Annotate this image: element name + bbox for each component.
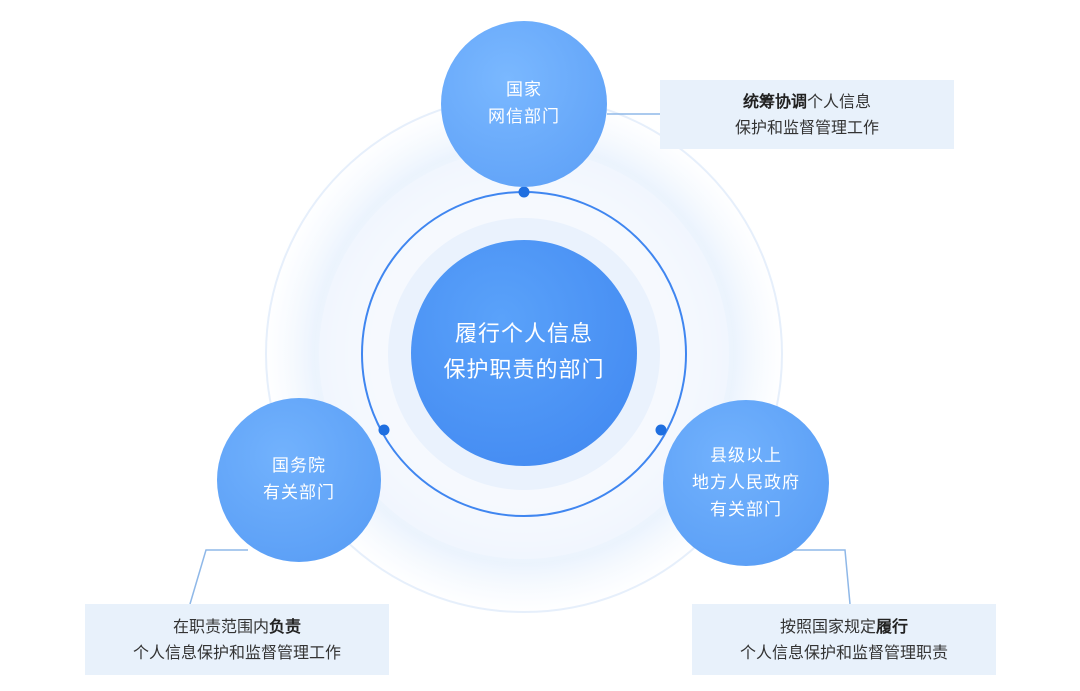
box-bottom-left-pre: 在职责范围内 — [172, 616, 269, 636]
node-state-council: 国务院 有关部门 — [217, 398, 381, 562]
box-bottom-right-line2: 个人信息保护和监督管理职责 — [739, 642, 948, 662]
node-top-line2: 网信部门 — [488, 107, 560, 127]
box-bottom-right-bold: 履行 — [876, 616, 909, 636]
box-top-right-line2: 保护和监督管理工作 — [734, 117, 879, 137]
box-top-right-line1: 统筹协调个人信息 — [743, 89, 871, 115]
box-top-right-rest: 个人信息 — [807, 91, 872, 111]
connector-bottom-left — [189, 549, 248, 605]
orbit-dot-right — [655, 424, 667, 436]
orbit-dot-top — [518, 186, 530, 198]
node-right-line2: 地方人民政府 — [692, 472, 800, 493]
center-node: 履行个人信息 保护职责的部门 — [411, 240, 637, 466]
node-right-line3: 有关部门 — [710, 499, 782, 520]
connector-bottom-right — [790, 549, 851, 605]
center-node-line1: 履行个人信息 — [454, 322, 593, 347]
node-right-line1: 县级以上 — [710, 445, 782, 466]
box-top-right: 统筹协调个人信息 保护和监督管理工作 — [660, 80, 954, 149]
center-node-line2: 保护职责的部门 — [443, 358, 605, 383]
box-bottom-right-pre: 按照国家规定 — [779, 616, 876, 636]
box-top-right-bold: 统筹协调 — [742, 91, 807, 111]
box-bottom-left-bold: 负责 — [269, 616, 302, 636]
node-top-line1: 国家 — [506, 80, 542, 100]
box-bottom-right: 按照国家规定履行 个人信息保护和监督管理职责 — [692, 604, 996, 675]
node-cyberspace-admin: 国家 网信部门 — [441, 21, 607, 187]
node-local-government: 县级以上 地方人民政府 有关部门 — [663, 400, 829, 566]
orbit-dot-left — [378, 424, 390, 436]
box-bottom-right-line1: 按照国家规定履行 — [780, 614, 908, 640]
box-bottom-left-line2: 个人信息保护和监督管理工作 — [132, 642, 341, 662]
node-left-line2: 有关部门 — [263, 483, 335, 503]
box-bottom-left: 在职责范围内负责 个人信息保护和监督管理工作 — [85, 604, 389, 675]
node-left-line1: 国务院 — [272, 456, 326, 476]
box-bottom-left-line1: 在职责范围内负责 — [173, 614, 301, 640]
